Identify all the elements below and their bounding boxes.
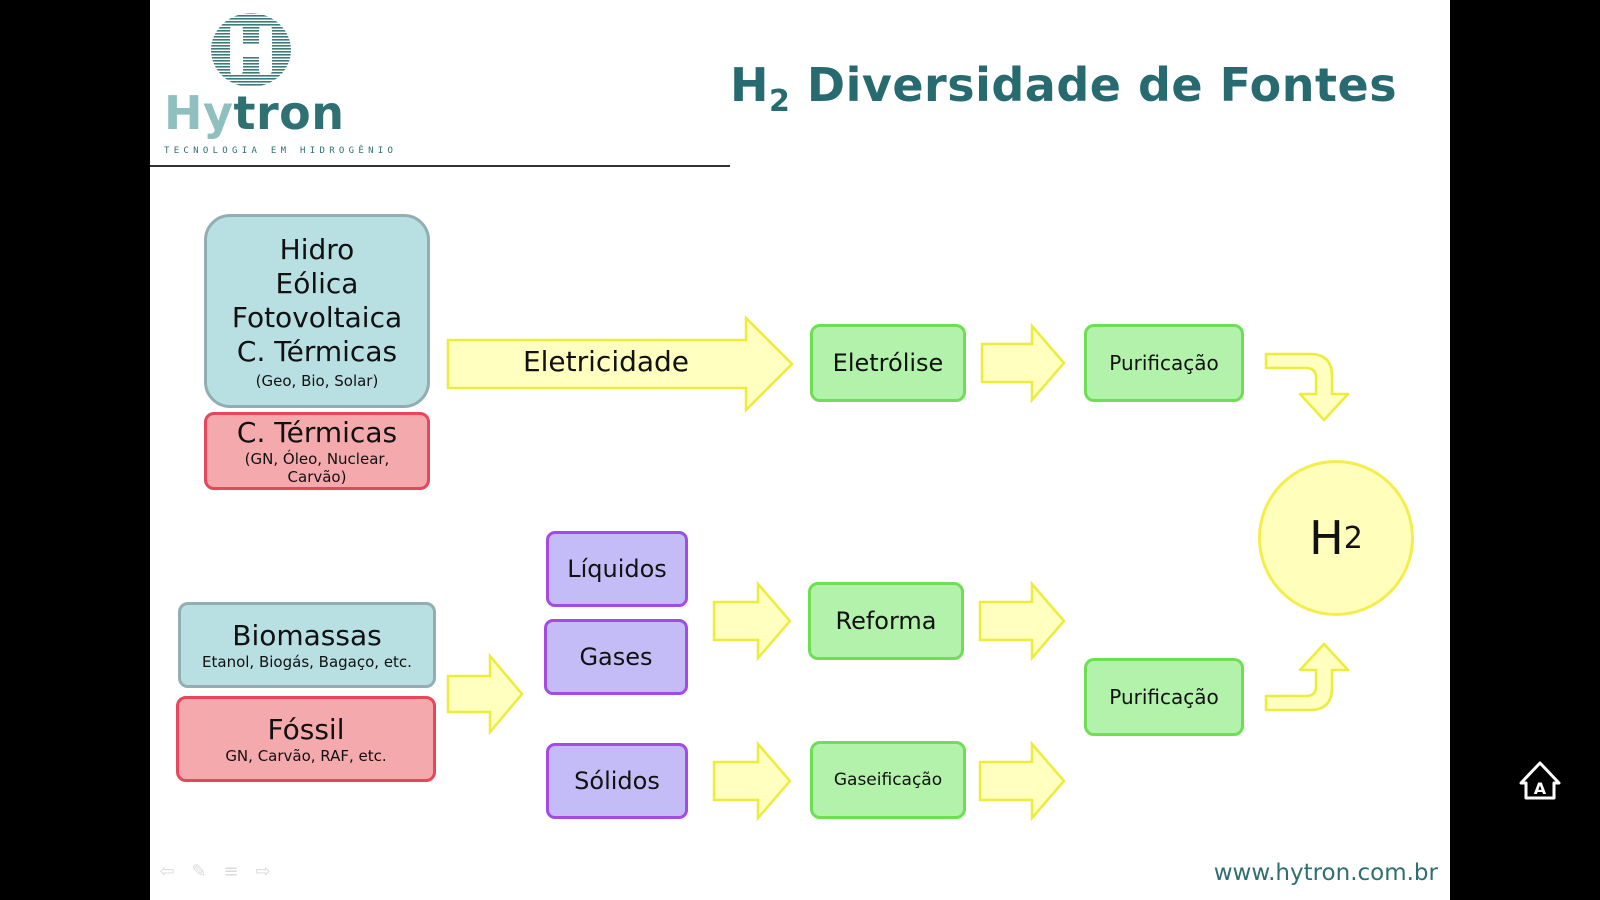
reforming-box: Reforma [808,582,964,660]
logo-wordmark: Hytron [164,86,345,140]
arrow-right-icon [712,740,792,822]
curved-arrow-down-icon [1264,352,1350,422]
renewables-note: (Geo, Bio, Solar) [255,371,379,390]
renewables-line: Eólica [275,266,359,300]
next-arrow-icon[interactable]: ⇨ [255,861,271,882]
fossil-note: GN, Carvão, RAF, etc. [225,747,387,765]
arrow-right-icon [980,322,1066,404]
footer-url[interactable]: www.hytron.com.br [1213,860,1438,886]
gases-box: Gases [544,619,688,695]
prev-arrow-icon[interactable]: ⇦ [159,861,175,882]
biomass-label: Biomassas [232,619,382,652]
liquids-label: Líquidos [567,555,667,583]
gasification-label: Gaseificação [833,769,943,790]
slide-nav-controls: ⇦ ✎ ≡ ⇨ [158,861,272,882]
hytron-logo-globe-icon [211,13,291,87]
gases-label: Gases [579,643,653,671]
menu-icon[interactable]: ≡ [223,861,239,882]
logo-tagline: TECNOLOGIA EM HIDROGÊNIO [164,146,398,156]
curved-arrow-up-icon [1264,642,1350,712]
renewables-line: C. Térmicas [236,334,398,368]
arrow-right-icon [978,740,1066,822]
pen-icon[interactable]: ✎ [191,861,207,882]
arrow-right-icon [978,580,1066,662]
electricity-label: Eletricidade [522,345,690,378]
svg-text:A: A [1534,779,1547,798]
purification-bottom-label: Purificação [1109,684,1219,709]
biomass-note: Etanol, Biogás, Bagaço, etc. [202,653,412,671]
purification-top-box: Purificação [1084,324,1244,402]
fossil-box: Fóssil GN, Carvão, RAF, etc. [176,696,436,782]
renewables-box: Hidro Eólica Fotovoltaica C. Térmicas (G… [204,214,430,408]
slide: Hytron TECNOLOGIA EM HIDROGÊNIO H2 Diver… [150,0,1450,900]
arrow-right-icon [446,652,524,736]
electrolysis-box: Eletrólise [810,324,966,402]
electricity-arrow-icon [446,314,794,414]
renewables-line: Fotovoltaica [231,300,403,334]
biomass-box: Biomassas Etanol, Biogás, Bagaço, etc. [178,602,436,688]
accessibility-icon[interactable]: A [1518,760,1562,804]
thermal-box: C. Térmicas (GN, Óleo, Nuclear, Carvão) [204,412,430,490]
solids-label: Sólidos [574,767,660,795]
gasification-box: Gaseificação [810,741,966,819]
purification-bottom-box: Purificação [1084,658,1244,736]
purification-top-label: Purificação [1109,350,1219,375]
thermal-note: (GN, Óleo, Nuclear, Carvão) [244,450,390,486]
solids-box: Sólidos [546,743,688,819]
liquids-box: Líquidos [546,531,688,607]
arrow-right-icon [712,580,792,662]
fossil-label: Fóssil [267,713,345,746]
thermal-label: C. Térmicas [236,416,398,449]
electrolysis-label: Eletrólise [832,349,944,377]
page-title: H2 Diversidade de Fontes [730,58,1398,119]
reforming-label: Reforma [835,607,937,635]
renewables-line: Hidro [279,232,355,266]
header-divider [150,165,730,167]
